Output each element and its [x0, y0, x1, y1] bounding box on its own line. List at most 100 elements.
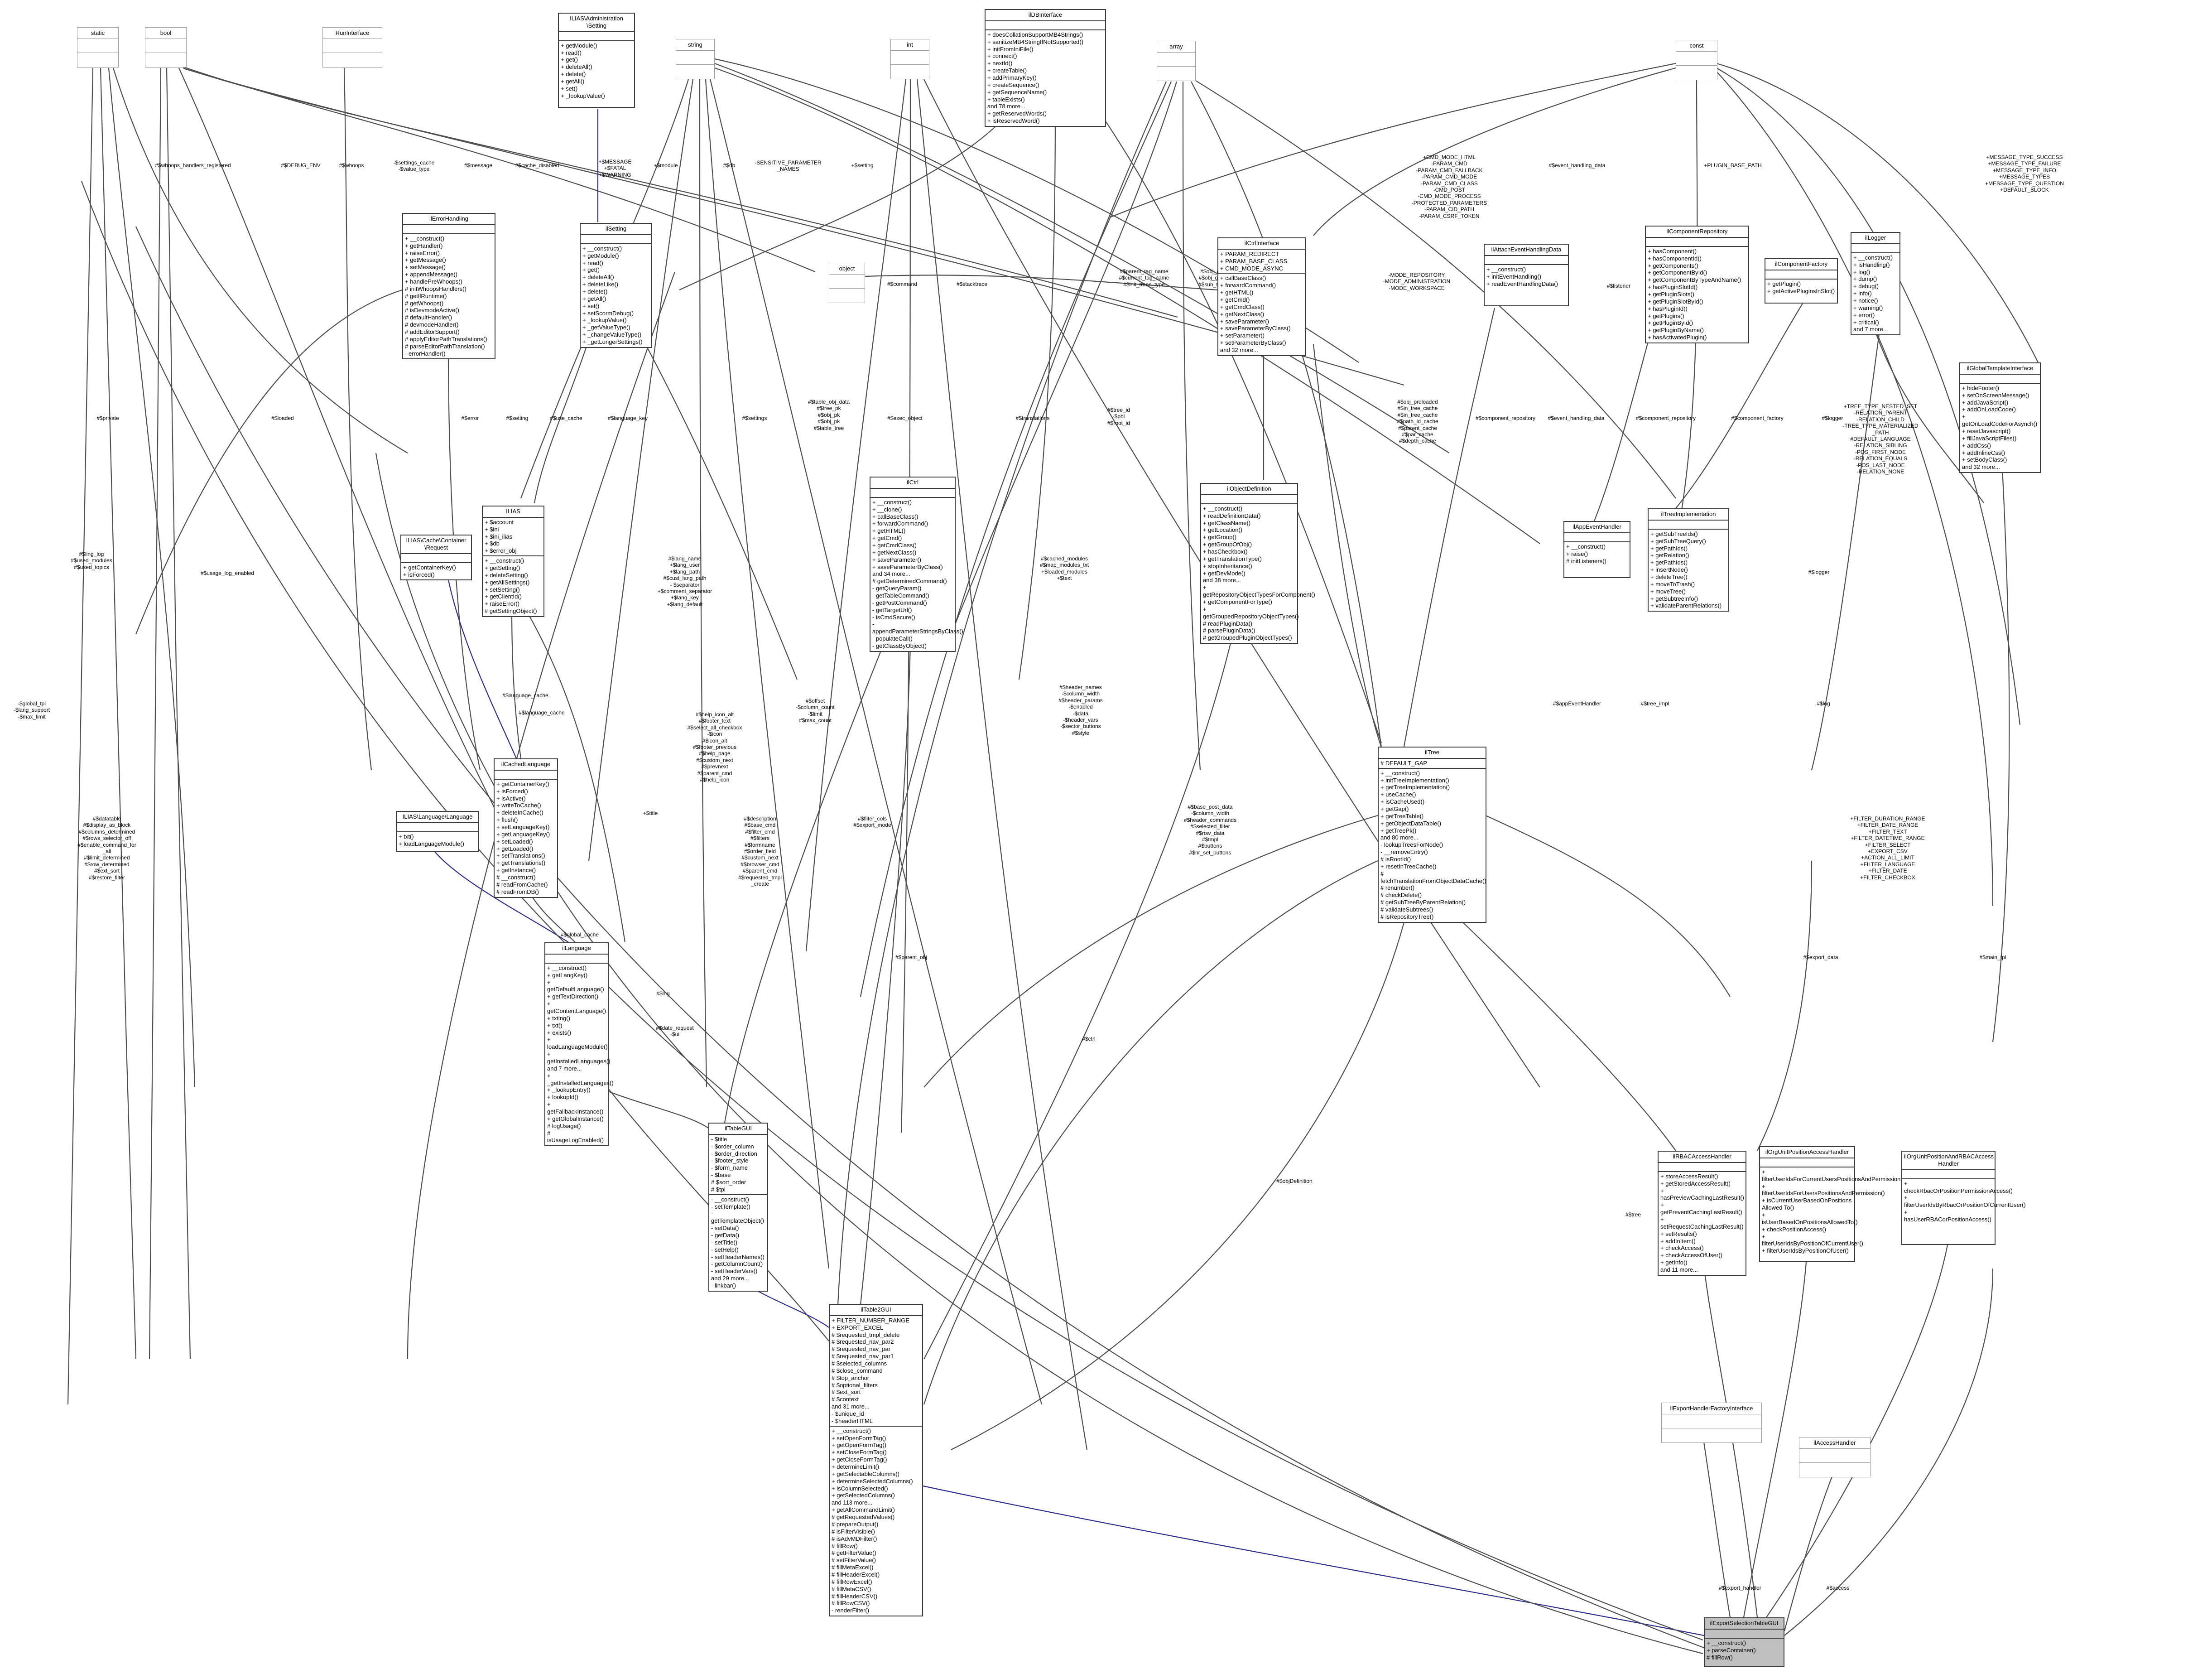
edge-label: +MESSAGE_TYPE_SUCCESS +MESSAGE_TYPE_FAIL…	[1985, 154, 2064, 193]
class-node-int[interactable]: int	[890, 39, 929, 79]
edge-label: +FILTER_DURATION_RANGE +FILTER_DATE_RANG…	[1850, 815, 1925, 881]
edge-label: #$loaded	[271, 415, 294, 421]
class-node-attributes	[891, 51, 929, 65]
class-node-attributes	[397, 823, 478, 832]
class-node-title: ilTableGUI	[709, 1124, 767, 1135]
class-node-title: ilComponentFactory	[1765, 259, 1837, 270]
edge-label: #$event_handling_data	[1548, 415, 1605, 421]
class-node-ilDBInterface[interactable]: ilDBInterface+ doesCollationSupportMB4St…	[985, 9, 1106, 127]
class-node-ilCtrl[interactable]: ilCtrl+ __construct() + __clone() + call…	[870, 477, 963, 652]
edge-label: #$ctrl	[1082, 1036, 1096, 1042]
class-node-title: ilLanguage	[545, 943, 608, 955]
class-node-operations: + __construct() + raise() # initListener…	[1566, 543, 1606, 564]
edge-label: #$tree_id -$pbl #$root_id	[1107, 407, 1130, 426]
class-node-title: RunInterface	[323, 28, 382, 39]
edge-label: #$ling_log #$used_modules #$used_topics	[71, 551, 112, 570]
edge-label: #$main_tpl	[1979, 954, 2006, 960]
class-node-operations	[1157, 67, 1195, 81]
class-node-attributes: # DEFAULT_GAP	[1379, 759, 1486, 769]
class-node-ilObjectDefinition[interactable]: ilObjectDefinition+ __construct() + read…	[1200, 483, 1315, 644]
class-node-title: object	[829, 263, 865, 275]
class-node-title: ilExportHandlerFactoryInterface	[1662, 1403, 1761, 1414]
edge-label: #$parent_obj	[895, 954, 928, 960]
class-node-ilTableGUI[interactable]: ilTableGUI- $title - $order_column - $or…	[708, 1123, 768, 1292]
class-node-title: ILIAS	[483, 506, 543, 518]
edge-label: #$filter_cols #$export_mode	[853, 815, 891, 829]
class-node-attributes	[559, 32, 634, 41]
class-node-title: ilComponentRepository	[1646, 227, 1748, 238]
class-node-ilOrgUnitPositionAndRBACAccessHandler[interactable]: ilOrgUnitPositionAndRBACAccess Handler+ …	[1901, 1151, 2026, 1245]
class-node-operations: + __construct() + getHandler() + raiseEr…	[405, 235, 487, 357]
class-node-ilCachedLanguage[interactable]: ilCachedLanguage+ getContainerKey() + is…	[494, 758, 558, 898]
class-node-operations: + txt() + loadLanguageModule()	[399, 833, 464, 847]
edge-label: #$translations	[1015, 415, 1050, 421]
class-node-array[interactable]: array	[1157, 41, 1196, 81]
edge-label: -$settings_cache -$value_type	[393, 159, 435, 173]
edge-label: #$component_factory	[1731, 415, 1784, 421]
class-node-title: ilAccessHandler	[1799, 1437, 1870, 1449]
class-node-attributes	[1960, 375, 2040, 384]
class-node-title: ilAttachEventHandlingData	[1485, 245, 1568, 256]
class-node-object[interactable]: object	[829, 263, 865, 303]
class-node-bool[interactable]: bool	[145, 27, 187, 68]
edge-label: #$help_icon_alt #$footer_text #$select_a…	[687, 711, 742, 783]
class-node-ilExportHandlerFactoryInterface[interactable]: ilExportHandlerFactoryInterface	[1661, 1403, 1762, 1443]
class-node-ilTree[interactable]: ilTree# DEFAULT_GAP+ __construct() + ini…	[1378, 747, 1486, 923]
class-node-attributes	[581, 235, 651, 244]
class-node-ilCtrlInterface[interactable]: ilCtrlInterface+ PARAM_REDIRECT + PARAM_…	[1217, 237, 1306, 356]
class-node-ilComponentFactory[interactable]: ilComponentFactory + getPlugin() + getAct…	[1765, 258, 1838, 304]
class-node-ILIAS_Administration_Setting[interactable]: ILIAS\Administration \Setting+ getModule…	[558, 13, 635, 108]
class-node-RunInterface[interactable]: RunInterface	[322, 27, 382, 68]
class-node-const[interactable]: const	[1676, 40, 1717, 80]
class-node-operations: + getContainerKey() + isForced()	[403, 564, 456, 578]
edge-label: #$stacktrace	[956, 281, 988, 287]
edge-label: #$setting	[506, 415, 529, 421]
edge-label: #$lng	[656, 990, 670, 997]
edge-label: #$export_handler	[1719, 1585, 1761, 1591]
edge-label: -SENSITIVE_PARAMETER _NAMES	[755, 159, 822, 173]
class-node-ilGlobalTemplateInterface[interactable]: ilGlobalTemplateInterface+ hideFooter() …	[1959, 362, 2041, 473]
edge-label: #$private	[96, 415, 119, 421]
edge-label: #$log	[1817, 700, 1830, 707]
class-node-ilLanguage[interactable]: ilLanguage+ __construct() + getLangKey()…	[544, 942, 614, 1147]
class-node-ilTreeImplementation[interactable]: ilTreeImplementation+ getSubTreeIds() + …	[1648, 508, 1729, 612]
class-node-ilOrgUnitPositionAccessHandler[interactable]: ilOrgUnitPositionAccessHandler+ filterUs…	[1759, 1146, 1904, 1262]
class-node-ilErrorHandling[interactable]: ilErrorHandling + __construct() + getHand…	[402, 213, 495, 360]
class-node-operations: + __construct() + setOpenFormTag() + get…	[832, 1427, 913, 1614]
class-node-operations: + getPlugin() + getActivePluginsInSlot()	[1767, 280, 1835, 294]
edge-label: +$title	[643, 810, 658, 816]
class-node-ilExportSelectionTableGUI[interactable]: ilExportSelectionTableGUI+ __construct()…	[1704, 1617, 1784, 1667]
class-node-title: ilOrgUnitPositionAccessHandler	[1760, 1147, 1854, 1158]
class-node-ilComponentRepository[interactable]: ilComponentRepository+ hasComponent() + …	[1645, 226, 1749, 344]
edge-label: #$base_post_data -$column_width #$header…	[1183, 804, 1237, 856]
edge-label: #$logger	[1822, 415, 1843, 421]
edge-label: #$DEBUG_ENV	[281, 162, 321, 169]
edge-label: #$datatable #$display_as_block #$columns…	[77, 815, 136, 881]
class-node-string[interactable]: string	[676, 39, 715, 79]
edge-label: #$offset -$column_count -$limit #$max_co…	[796, 698, 835, 724]
class-node-ilAppEventHandler[interactable]: ilAppEventHandler+ __construct() + raise…	[1563, 521, 1630, 578]
class-node-ILIAS_Language_Language[interactable]: ILIAS\Language\Language+ txt() + loadLan…	[396, 811, 479, 852]
class-node-ILIAS_Cache_Container_Request[interactable]: ILIAS\Cache\Container \Request+ getConta…	[400, 535, 472, 581]
class-node-ilTable2GUI[interactable]: ilTable2GUI+ FILTER_NUMBER_RANGE + EXPOR…	[829, 1304, 923, 1617]
class-node-ILIAS[interactable]: ILIAS+ $account + $ini + $ini_ilias + $d…	[482, 506, 544, 617]
class-node-attributes	[1659, 1163, 1746, 1172]
class-node-ilAccessHandler[interactable]: ilAccessHandler	[1799, 1437, 1871, 1477]
class-node-title: ILIAS\Administration \Setting	[559, 14, 634, 32]
class-node-ilSetting[interactable]: ilSetting+ __construct() + getModule() +…	[580, 223, 652, 348]
class-node-operations: + __construct() + readDefinitionData() +…	[1203, 505, 1315, 642]
class-node-title: ilErrorHandling	[403, 214, 495, 225]
class-node-ilLogger[interactable]: ilLogger+ __construct() + isHandling() +…	[1851, 232, 1900, 336]
edge-label: #$obj_preloaded #$in_tree_cache #$in_tre…	[1397, 399, 1438, 444]
class-node-attributes	[545, 955, 608, 964]
class-node-ilRBACAccessHandler[interactable]: ilRBACAccessHandler+ storeAccessResult()…	[1658, 1151, 1746, 1276]
edge-label: #$error	[461, 415, 479, 421]
class-node-static[interactable]: static	[77, 27, 119, 68]
class-node-title: const	[1676, 40, 1717, 52]
edge-label: #$tree	[1625, 1211, 1641, 1218]
class-node-attributes	[403, 225, 495, 234]
class-node-operations	[145, 53, 186, 67]
class-node-ilAttachEventHandlingData[interactable]: ilAttachEventHandlingData+ __construct()…	[1484, 244, 1569, 306]
